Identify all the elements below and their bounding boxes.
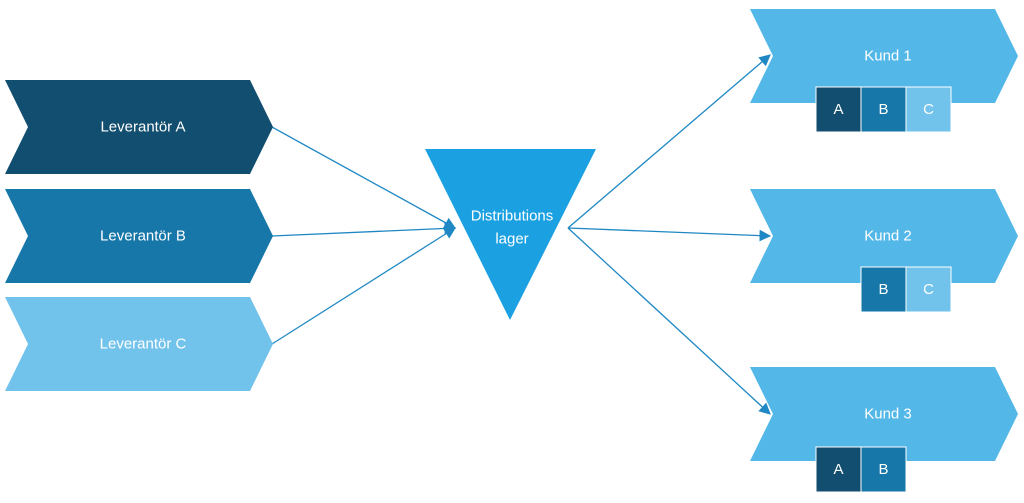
customer-3-product-a-box [815,446,862,493]
supplier-c: Leverantör C [5,297,273,391]
supplier-a: Leverantör A [5,80,273,174]
customer-3-chevron [750,367,1018,461]
customer-3-product-b-label: B [878,461,888,478]
arrow-hub-to-customer-2 [567,227,772,242]
arrow-hub-to-customer-3 [567,227,771,415]
customer-1-product-a-label: A [833,101,843,118]
customer-3-product-a-label: A [833,461,843,478]
customer-2-product-c-box [905,266,952,313]
supplier-a-label: Leverantör A [100,119,185,136]
customer-3-product-b-box [860,446,907,493]
customer-3: Kund 3 A B [750,367,1018,493]
customer-1-products: A B C [815,86,952,133]
customer-1-product-c-box [905,86,952,133]
customer-1-product-a-box [815,86,862,133]
supplier-c-label: Leverantör C [100,336,187,353]
customer-3-products: A B [815,446,907,493]
customer-2: Kund 2 B C [750,189,1018,313]
customer-2-products: B C [860,266,952,313]
supplier-b-chevron [5,189,273,283]
customer-1: Kund 1 A B C [750,9,1018,133]
arrow-supplier-c-to-hub [271,227,456,345]
distribution-center: Distributions lager [425,149,596,320]
customer-2-product-b-box [860,266,907,313]
customer-2-product-b-label: B [878,281,888,298]
customer-2-label: Kund 2 [864,228,912,245]
customer-2-product-c-label: C [923,281,934,298]
customer-1-label: Kund 1 [864,48,912,65]
arrow-supplier-a-to-hub [271,126,457,229]
supplier-b-label: Leverantör B [100,228,186,245]
customer-1-product-b-label: B [878,101,888,118]
arrow-hub-to-customer-1 [567,54,771,229]
supplier-b: Leverantör B [5,189,273,283]
connectors [271,54,772,415]
distribution-center-label-line1: Distributions [471,208,554,225]
supplier-a-chevron [5,80,273,174]
customer-1-product-c-label: C [923,101,934,118]
distribution-center-triangle [425,149,596,320]
distribution-center-label-line2: lager [495,231,528,248]
customer-1-chevron [750,9,1018,103]
customer-3-label: Kund 3 [864,406,912,423]
supplier-c-chevron [5,297,273,391]
arrow-supplier-b-to-hub [271,222,457,237]
customer-2-chevron [750,189,1018,283]
